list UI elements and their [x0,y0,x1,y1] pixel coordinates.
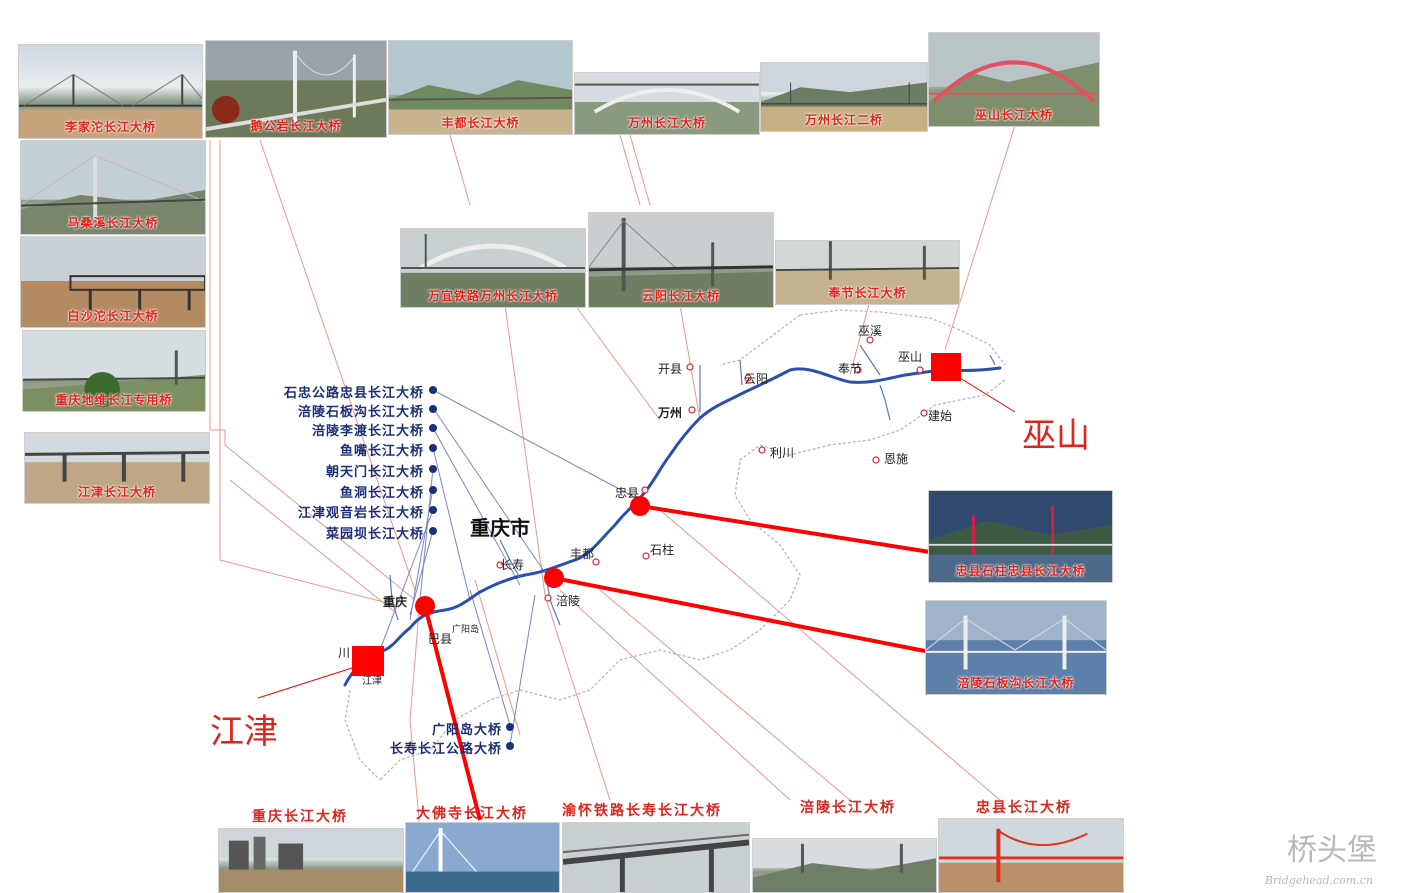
caption: 忠县石柱忠县长江大桥 [955,564,1086,578]
photo-fuling-bridge [752,838,937,893]
city-label-wuxi: 巫溪 [858,324,883,338]
city-label-kaixian: 开县 [658,362,683,376]
city-label-jiangjin: 江津 [362,676,382,687]
city-label-chuan: 川 [338,646,351,660]
jiangjin-square [352,646,384,676]
bottom-label-chongqing-bridge: 重庆长江大桥 [252,809,348,825]
caption: 马桑溪长江大桥 [67,216,159,230]
bridge-list-item: 涪陵李渡长江大桥 [311,424,424,439]
photo-wanzhou-second-bridge: 万州长江二桥 [760,62,928,132]
bridge-list-item: 长寿长江公路大桥 [389,742,502,757]
city-label-zhongxian: 忠县 [615,486,640,500]
photo-baishatuo-bridge: 白沙沱长江大桥 [20,236,206,328]
caption: 涪陵石板沟长江大桥 [957,676,1075,690]
bridge-list-item: 朝天门长江大桥 [325,465,424,480]
city-label-guangyangba: 广阳岛 [452,625,480,635]
bridge-list-item: 鱼洞长江大桥 [339,486,424,501]
caption: 万州长江二桥 [804,113,883,127]
bridge-list-item: 石忠公路忠县长江大桥 [283,386,424,401]
callout-wushan: 巫山 [1022,416,1090,456]
callout-lines [257,377,1016,699]
bridge-list-item: 江津观音岩长江大桥 [297,506,424,521]
caption: 奉节长江大桥 [828,286,907,300]
photo-dafosi-bridge [405,822,560,893]
wushan-square [931,353,961,381]
province-border [344,309,1006,781]
bridge-list-item: 菜园坝长江大桥 [325,527,424,542]
caption: 鹅公岩长江大桥 [250,119,342,133]
bottom-label-fuling-bridge: 涪陵长江大桥 [800,800,896,816]
city-markers [496,336,928,602]
city-label-changshou: 长寿 [500,558,525,572]
city-label-fengjie: 奉节 [838,362,863,376]
photo-wanzhou-bridge: 万州长江大桥 [574,72,760,135]
tributaries [389,344,996,626]
city-label-baxian: 巴县 [428,632,453,646]
city-label-chongqing-city: 重庆市 [470,516,530,540]
photo-diwei-bridge: 重庆地维长江专用桥 [22,330,206,412]
highlight-lines [423,504,931,821]
caption: 万州长江大桥 [627,116,706,130]
bottom-label-zhongxian-bridge: 忠县长江大桥 [976,800,1072,816]
city-label-chongqing: 重庆 [383,595,408,609]
photo-egongyan-bridge: 鹅公岩长江大桥 [205,40,387,138]
photo-jiangjin-bridge: 江津长江大桥 [24,432,210,504]
bridge-list-item: 鱼嘴长江大桥 [339,444,424,459]
bridge-list-item: 涪陵石板沟长江大桥 [297,405,424,420]
callout-jiangjin: 江津 [210,712,278,752]
photo-zhongxian-bridge [938,818,1124,893]
caption: 丰都长江大桥 [441,116,520,130]
city-label-shizhu: 石柱 [650,543,675,557]
caption: 巫山长江大桥 [974,108,1053,122]
bridge-list-item: 广阳岛大桥 [431,723,502,738]
leader-lines [209,124,1016,831]
photo-fengjie-bridge: 奉节长江大桥 [775,240,960,305]
photo-chongqing-bridge [218,828,404,893]
photo-masangxi-bridge: 马桑溪长江大桥 [20,140,206,235]
city-label-jianshi: 建始 [928,409,953,423]
photo-zhongxian-shizhu-bridge: 忠县石柱忠县长江大桥 [928,490,1113,583]
caption: 万宜铁路万州长江大桥 [427,289,558,303]
photo-wanyi-railway-bridge: 万宜铁路万州长江大桥 [400,228,586,308]
city-label-wushan: 巫山 [898,350,923,364]
fuling-marker [544,568,564,588]
caption: 李家沱长江大桥 [64,120,156,134]
bottom-label-yuhuai-railway-bridge: 渝怀铁路长寿长江大桥 [562,803,722,819]
watermark-cn: 桥头堡 [1287,833,1377,868]
city-label-fengdu: 丰都 [570,547,595,561]
bottom-label-dafosi-bridge: 大佛寺长江大桥 [416,806,528,822]
photo-yuhuai-railway-bridge [562,822,750,893]
list-lines [379,389,641,746]
caption: 重庆地维长江专用桥 [55,393,173,407]
watermark-en: Bridgehead.com.cn [1264,874,1373,887]
photo-fuling-shibangou-bridge: 涪陵石板沟长江大桥 [925,600,1107,695]
caption: 白沙沱长江大桥 [67,309,159,323]
photo-wushan-bridge: 巫山长江大桥 [928,32,1100,127]
chongqing-marker [415,596,435,616]
city-label-yunyang: 云阳 [744,372,769,386]
photo-fengdu-bridge: 丰都长江大桥 [388,40,573,135]
city-label-lichuan: 利川 [770,446,795,460]
zhongxian-marker [630,496,650,516]
photo-lijiatuo-bridge: 李家沱长江大桥 [18,44,203,139]
caption: 云阳长江大桥 [641,289,720,303]
photo-yunyang-bridge: 云阳长江大桥 [588,212,774,308]
caption: 江津长江大桥 [77,485,156,499]
list-dots [429,386,514,750]
city-label-enshi: 恩施 [884,452,909,466]
city-label-wanzhou: 万州 [658,406,683,420]
city-label-fuling: 涪陵 [556,594,581,608]
